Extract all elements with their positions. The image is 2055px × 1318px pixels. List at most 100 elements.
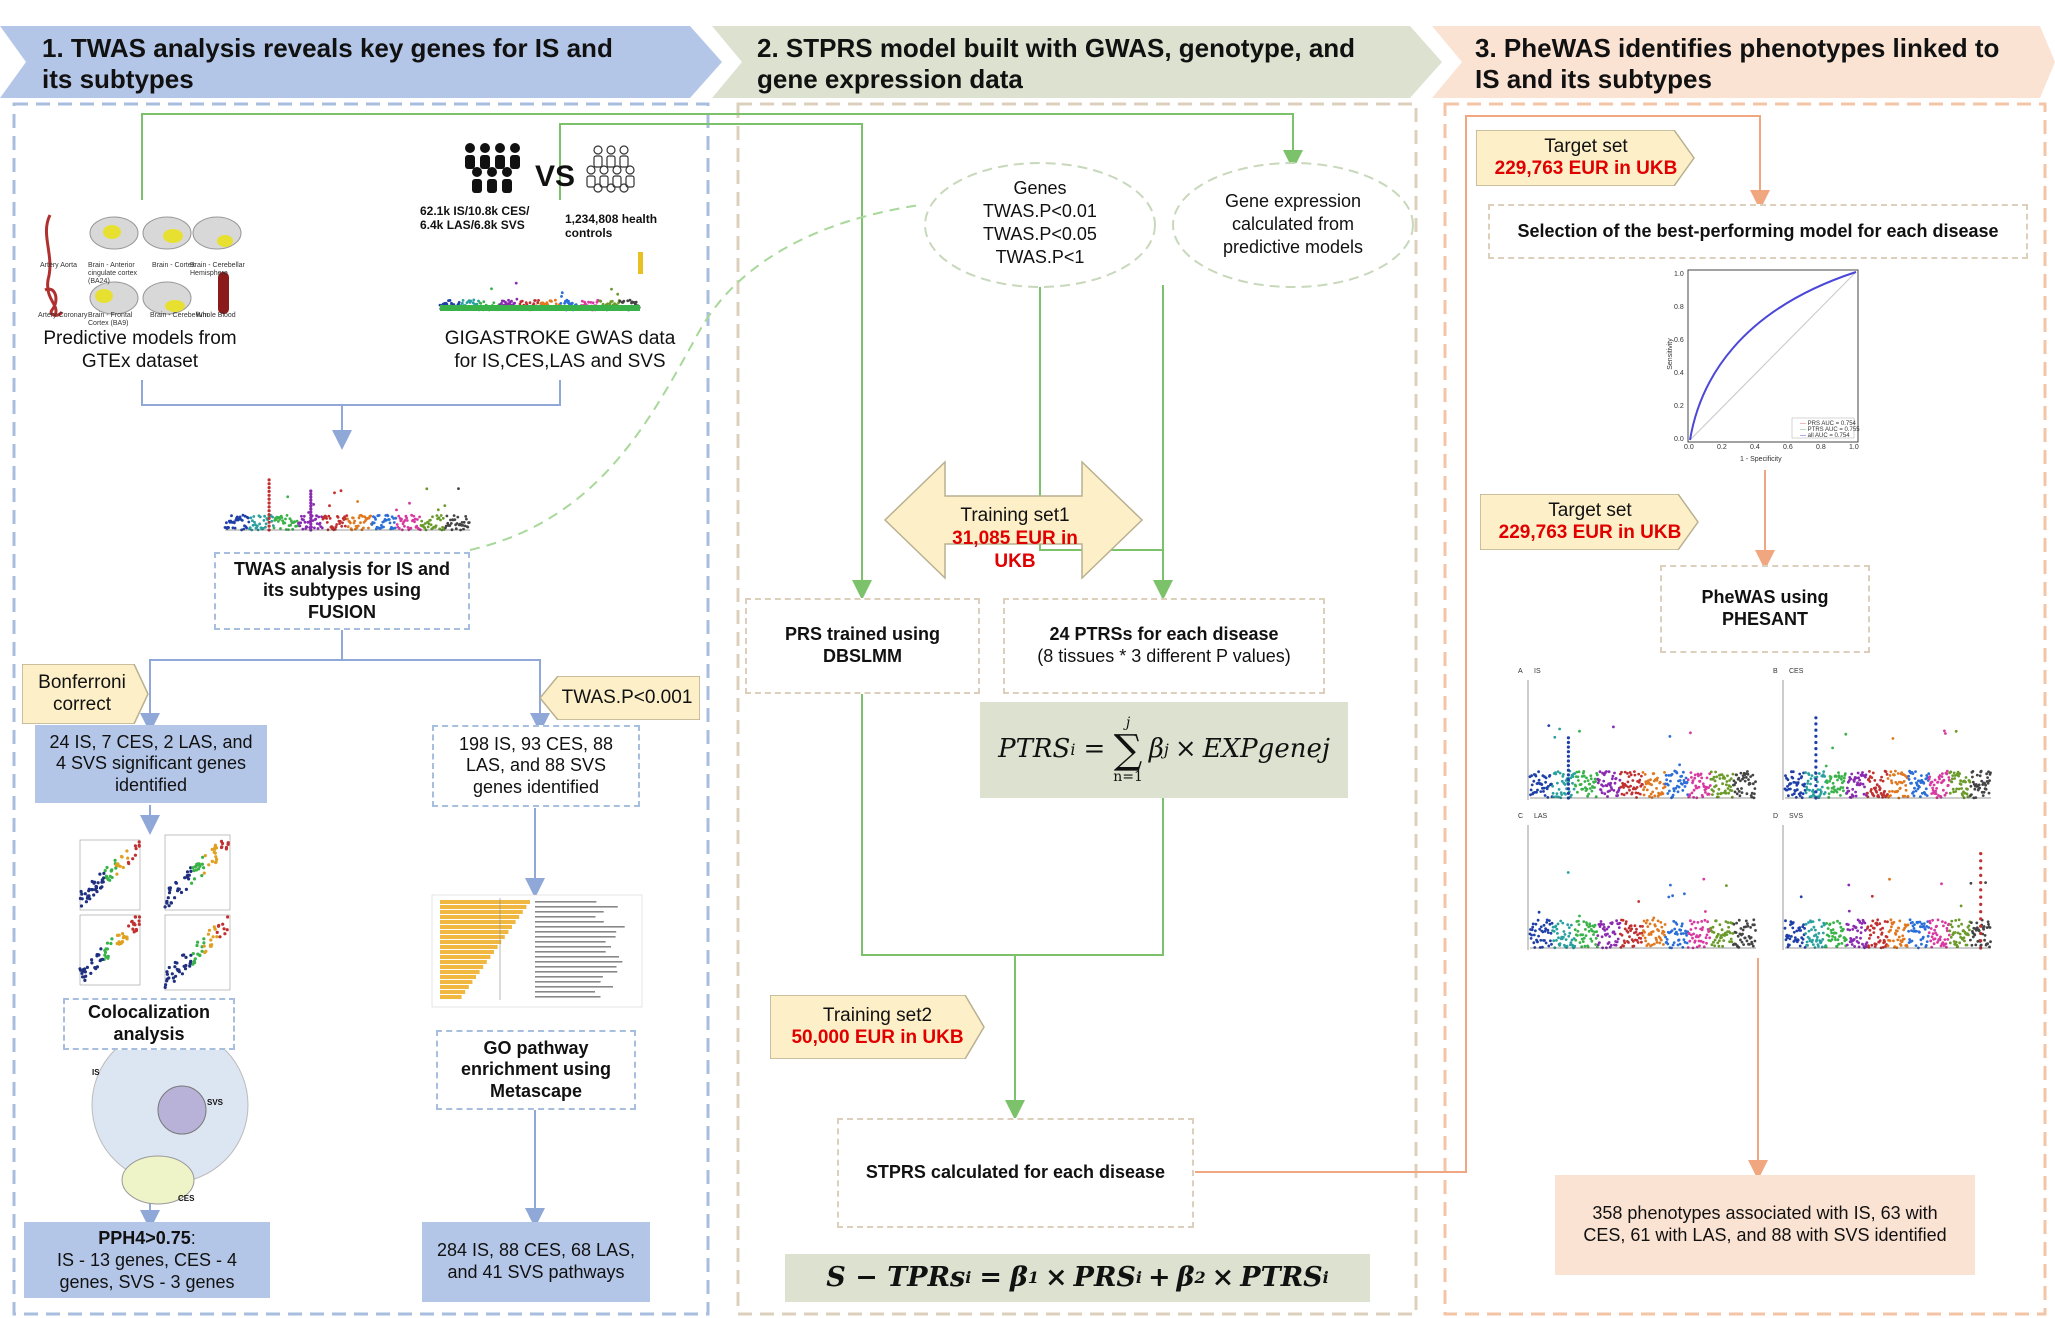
manhattan-point	[338, 519, 342, 523]
section3-title: 3. PheWAS identifies phenotypes linked t…	[1475, 33, 1999, 95]
manhattan-point	[1689, 731, 1692, 735]
manhattan-point	[1958, 932, 1962, 936]
manhattan-point	[618, 299, 622, 303]
manhattan-point	[1677, 938, 1681, 942]
manhattan-point	[1576, 929, 1580, 933]
manhattan-point	[1851, 928, 1855, 931]
manhattan-point	[1539, 925, 1543, 929]
manhattan-point	[1984, 881, 1987, 884]
manhattan-point	[1693, 776, 1697, 780]
manhattan-point	[1566, 787, 1570, 791]
go-bar	[440, 945, 498, 949]
manhattan-point	[1714, 770, 1717, 774]
manhattan-point	[1662, 943, 1665, 946]
manhattan-point	[416, 518, 419, 521]
coloc-point	[121, 865, 125, 870]
manhattan-point	[1869, 933, 1873, 937]
manhattan-point	[1588, 787, 1592, 790]
manhattan-point	[1749, 936, 1753, 939]
manhattan-point	[1814, 734, 1818, 738]
coloc-point	[226, 841, 230, 845]
manhattan-point	[454, 527, 458, 531]
manhattan-point	[386, 514, 390, 518]
manhattan-point	[1945, 929, 1949, 933]
coloc-point	[99, 947, 103, 951]
manhattan-point	[1603, 929, 1607, 932]
manhattan-point	[1930, 935, 1934, 939]
manhattan-point	[1814, 753, 1818, 757]
coloc-point	[125, 849, 129, 853]
manhattan-point	[1960, 922, 1963, 926]
manhattan-point	[1550, 942, 1553, 946]
ptrs-formula-beta: β	[1148, 734, 1164, 765]
manhattan-point	[1856, 771, 1860, 775]
manhattan-point	[443, 504, 447, 507]
coloc-point	[106, 877, 110, 882]
manhattan-point	[1807, 773, 1811, 776]
manhattan-point	[387, 518, 391, 521]
coloc-point	[203, 854, 207, 858]
manhattan-point	[1920, 774, 1923, 777]
go-bar	[440, 935, 505, 939]
manhattan-point	[462, 520, 466, 524]
coloc-point	[185, 874, 189, 878]
go-bar	[440, 915, 520, 919]
coloc-point	[92, 893, 96, 897]
manhattan-point	[1590, 939, 1594, 943]
manhattan-point	[1537, 778, 1541, 782]
manhattan-point	[1927, 777, 1931, 781]
coloc-point	[92, 881, 96, 885]
manhattan-point	[1921, 935, 1925, 939]
manhattan-point	[1969, 784, 1973, 788]
manhattan-point	[1649, 933, 1653, 936]
go-bar	[440, 975, 476, 979]
manhattan-point	[1876, 935, 1880, 939]
manhattan-point	[1915, 929, 1918, 933]
manhattan-point	[1694, 926, 1698, 930]
manhattan-point	[1754, 929, 1757, 932]
manhattan-point	[1550, 921, 1554, 925]
manhattan-point	[1556, 781, 1559, 785]
manhattan-point	[1907, 774, 1910, 778]
manhattan-point	[1566, 923, 1570, 927]
manhattan-point	[1894, 769, 1897, 773]
coloc-point	[183, 967, 188, 971]
manhattan-point	[408, 501, 411, 505]
manhattan-point	[286, 495, 290, 499]
manhattan-point	[289, 523, 292, 527]
manhattan-point	[1851, 794, 1855, 798]
manhattan-point	[1791, 926, 1795, 930]
manhattan-point	[1622, 793, 1626, 797]
manhattan-point	[1689, 928, 1693, 931]
manhattan-point	[1812, 943, 1815, 946]
go-term-text	[535, 926, 625, 928]
manhattan-point	[1595, 945, 1599, 949]
stprs-lhs-sub: i	[965, 1268, 972, 1288]
manhattan-point	[513, 301, 516, 305]
manhattan-point	[1969, 938, 1972, 942]
manhattan-point	[1691, 781, 1694, 785]
manhattan-point	[1878, 922, 1882, 926]
coloc-point	[189, 953, 193, 957]
manhattan-point	[1718, 777, 1722, 780]
manhattan-point	[1546, 931, 1550, 934]
manhattan-point	[1535, 790, 1538, 794]
manhattan-point	[482, 300, 486, 304]
manhattan-point	[1788, 937, 1792, 941]
manhattan-point	[1704, 936, 1708, 940]
manhattan-point	[252, 515, 256, 518]
manhattan-point	[1584, 934, 1588, 937]
manhattan-point	[1703, 918, 1707, 922]
manhattan-point	[1700, 776, 1704, 780]
manhattan-point	[460, 301, 464, 305]
manhattan-point	[1624, 920, 1628, 924]
prs-box: PRS trained using DBSLMM	[745, 598, 980, 694]
manhattan-point	[1683, 892, 1686, 896]
go-term-text	[535, 946, 611, 948]
manhattan-point	[1585, 923, 1589, 927]
manhattan-point	[1814, 784, 1818, 788]
brain-icon	[192, 216, 242, 250]
manhattan-point	[1596, 781, 1600, 785]
manhattan-point	[377, 514, 381, 517]
gwas-color-key	[638, 252, 643, 274]
